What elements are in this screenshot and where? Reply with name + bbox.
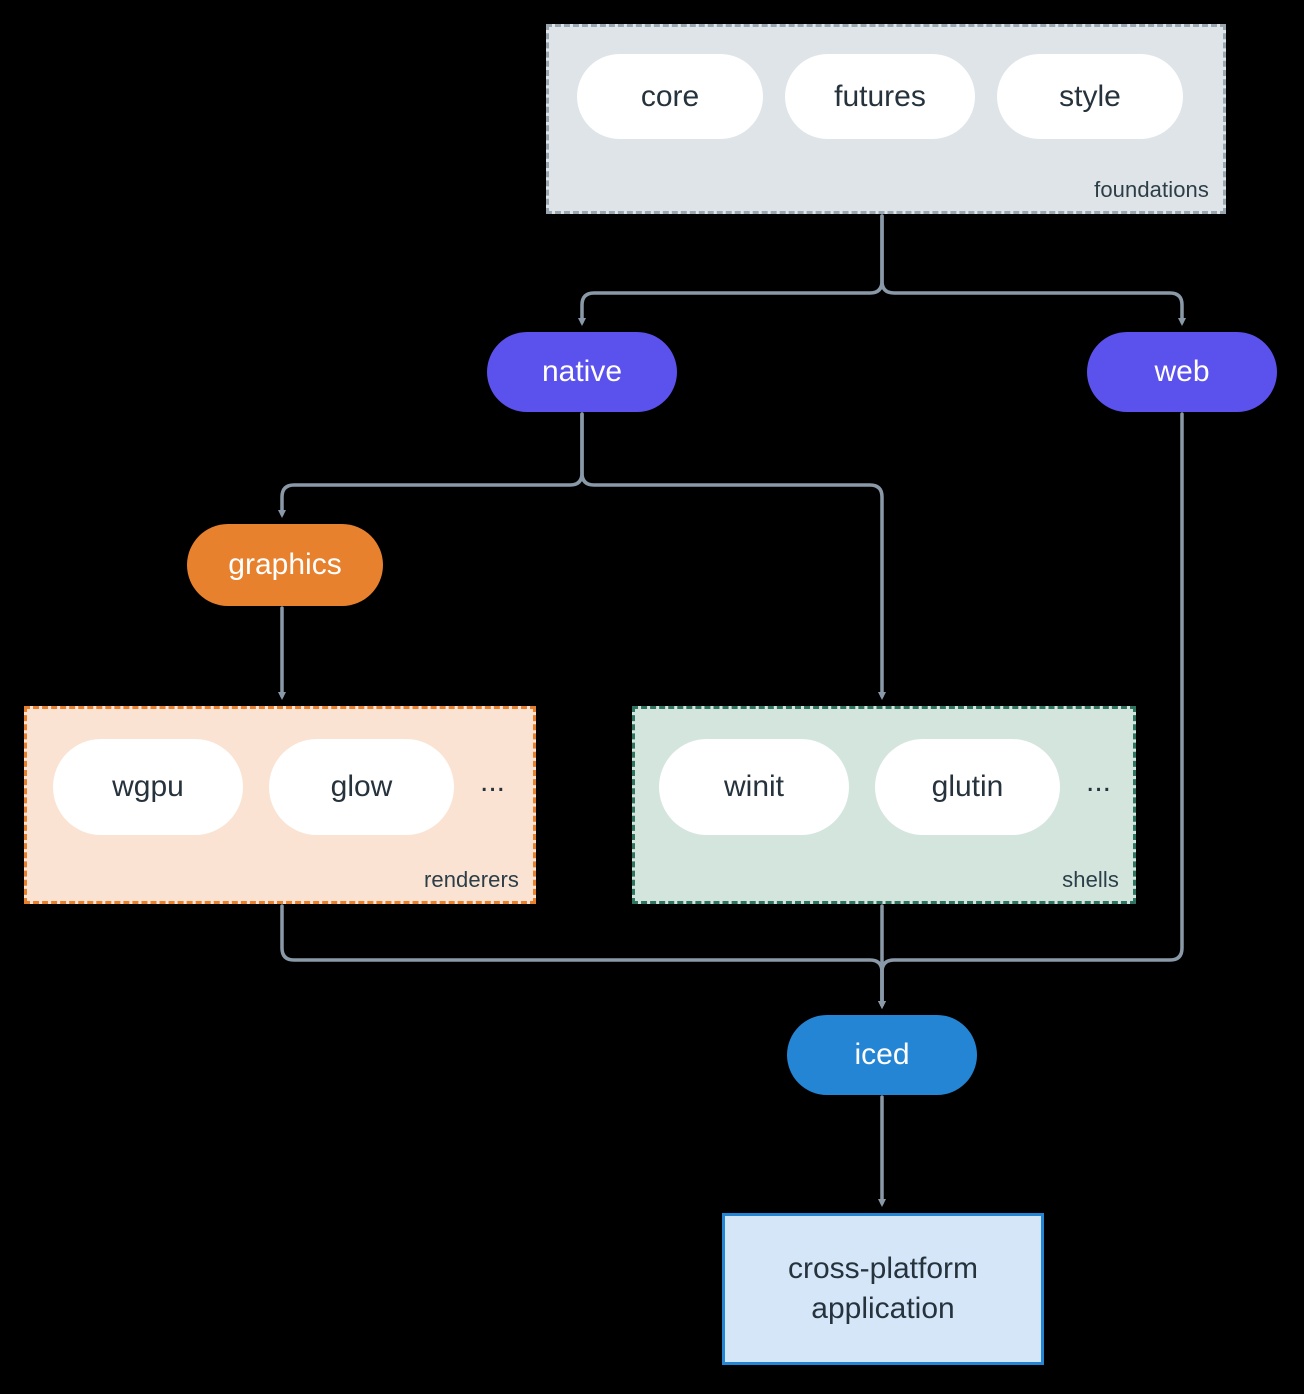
node-application-text: cross-platform application — [788, 1249, 978, 1330]
group-foundations[interactable]: core futures style foundations — [546, 24, 1226, 214]
pill-core[interactable]: core — [577, 54, 763, 139]
node-native[interactable]: native — [487, 332, 677, 412]
pill-core-label: core — [640, 79, 700, 113]
edge-native-shells — [580, 412, 886, 700]
shells-ellipsis: ... — [1086, 765, 1112, 798]
foundations-pill-row: core futures style — [577, 54, 1183, 139]
pill-winit-label: winit — [723, 770, 784, 803]
edge-native-graphics — [278, 412, 584, 518]
node-iced-label: iced — [854, 1038, 910, 1071]
node-graphics[interactable]: graphics — [187, 524, 383, 606]
node-web-label: web — [1154, 355, 1210, 388]
pill-futures-label: futures — [834, 79, 926, 113]
group-shells[interactable]: winit glutin ... shells — [632, 706, 1136, 904]
renderers-pill-row: wgpu glow ... — [53, 739, 505, 835]
edge-foundations-native — [578, 214, 884, 326]
renderers-ellipsis: ... — [480, 765, 506, 798]
pill-style-label: style — [1059, 79, 1121, 113]
group-label-renderers: renderers — [423, 867, 519, 892]
group-label-foundations: foundations — [1094, 177, 1209, 202]
node-native-label: native — [541, 355, 623, 388]
node-application-line1: cross-platform — [787, 1251, 979, 1285]
pill-glow[interactable]: glow — [269, 739, 454, 835]
group-renderers[interactable]: wgpu glow ... renderers — [24, 706, 536, 904]
shells-pill-row: winit glutin ... — [659, 739, 1111, 835]
pill-futures[interactable]: futures — [785, 54, 975, 139]
pill-glutin[interactable]: glutin — [875, 739, 1060, 835]
node-web[interactable]: web — [1087, 332, 1277, 412]
pill-wgpu-label: wgpu — [112, 770, 184, 803]
node-application-line2: application — [811, 1292, 955, 1325]
node-graphics-label: graphics — [228, 548, 342, 581]
pill-style[interactable]: style — [997, 54, 1183, 139]
edge-renderers-iced — [280, 904, 886, 1009]
node-application[interactable]: cross-platform application — [722, 1213, 1044, 1365]
pill-wgpu[interactable]: wgpu — [53, 739, 243, 835]
group-label-shells: shells — [1062, 867, 1119, 892]
edge-foundations-web — [880, 214, 1186, 326]
pill-glow-label: glow — [330, 770, 393, 803]
pill-winit[interactable]: winit — [659, 739, 849, 835]
node-iced[interactable]: iced — [787, 1015, 977, 1095]
pill-glutin-label: glutin — [931, 770, 1004, 803]
